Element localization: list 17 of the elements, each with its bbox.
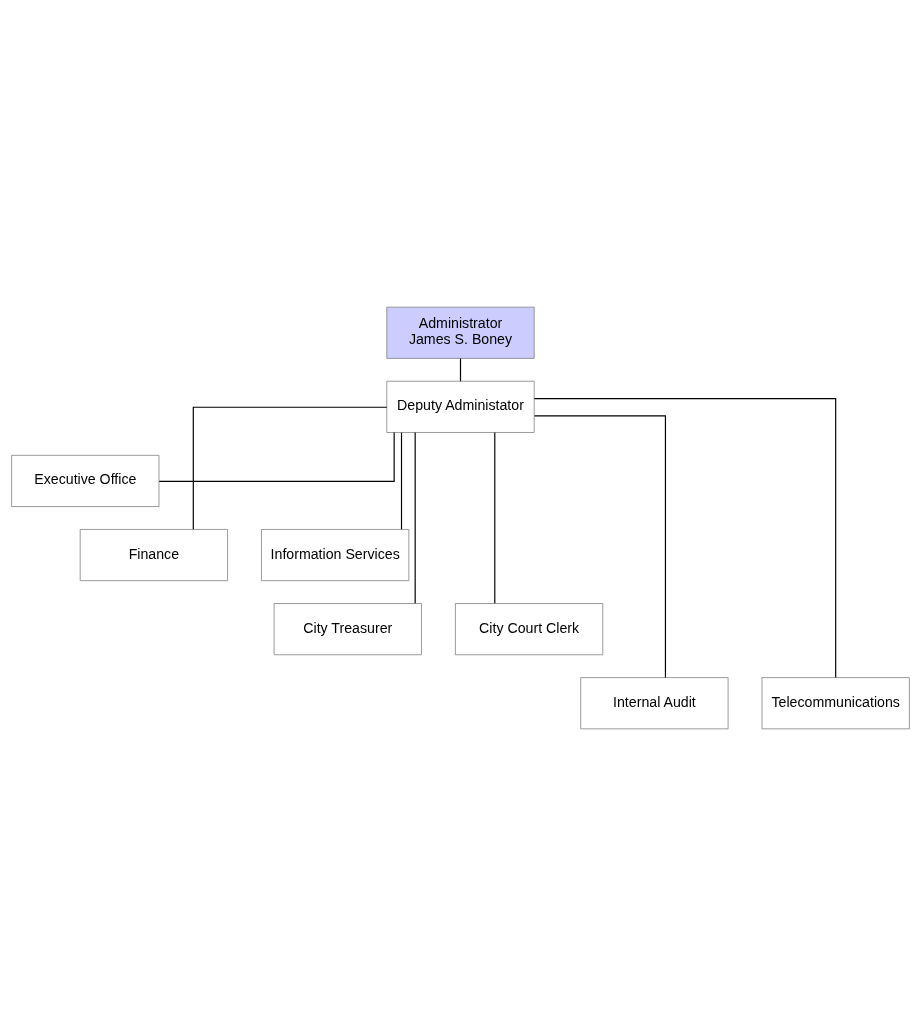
node-box: Finance	[79, 529, 228, 582]
node-box: Administrator James S. Boney	[386, 306, 535, 359]
connector	[459, 357, 462, 382]
connector	[494, 432, 496, 604]
connector	[192, 406, 388, 530]
connector	[400, 432, 403, 530]
node-box: Telecommunications	[761, 677, 910, 730]
node-box: Executive Office	[11, 454, 160, 507]
connector	[533, 415, 667, 679]
node-box: Deputy Administator	[386, 380, 535, 433]
node-box: Information Services	[261, 529, 410, 582]
node-box: City Treasurer	[273, 603, 422, 656]
connector	[533, 398, 837, 679]
connector	[158, 431, 395, 482]
connector	[414, 432, 416, 604]
node-box: Internal Audit	[580, 677, 729, 730]
node-box: City Court Clerk	[455, 603, 604, 656]
